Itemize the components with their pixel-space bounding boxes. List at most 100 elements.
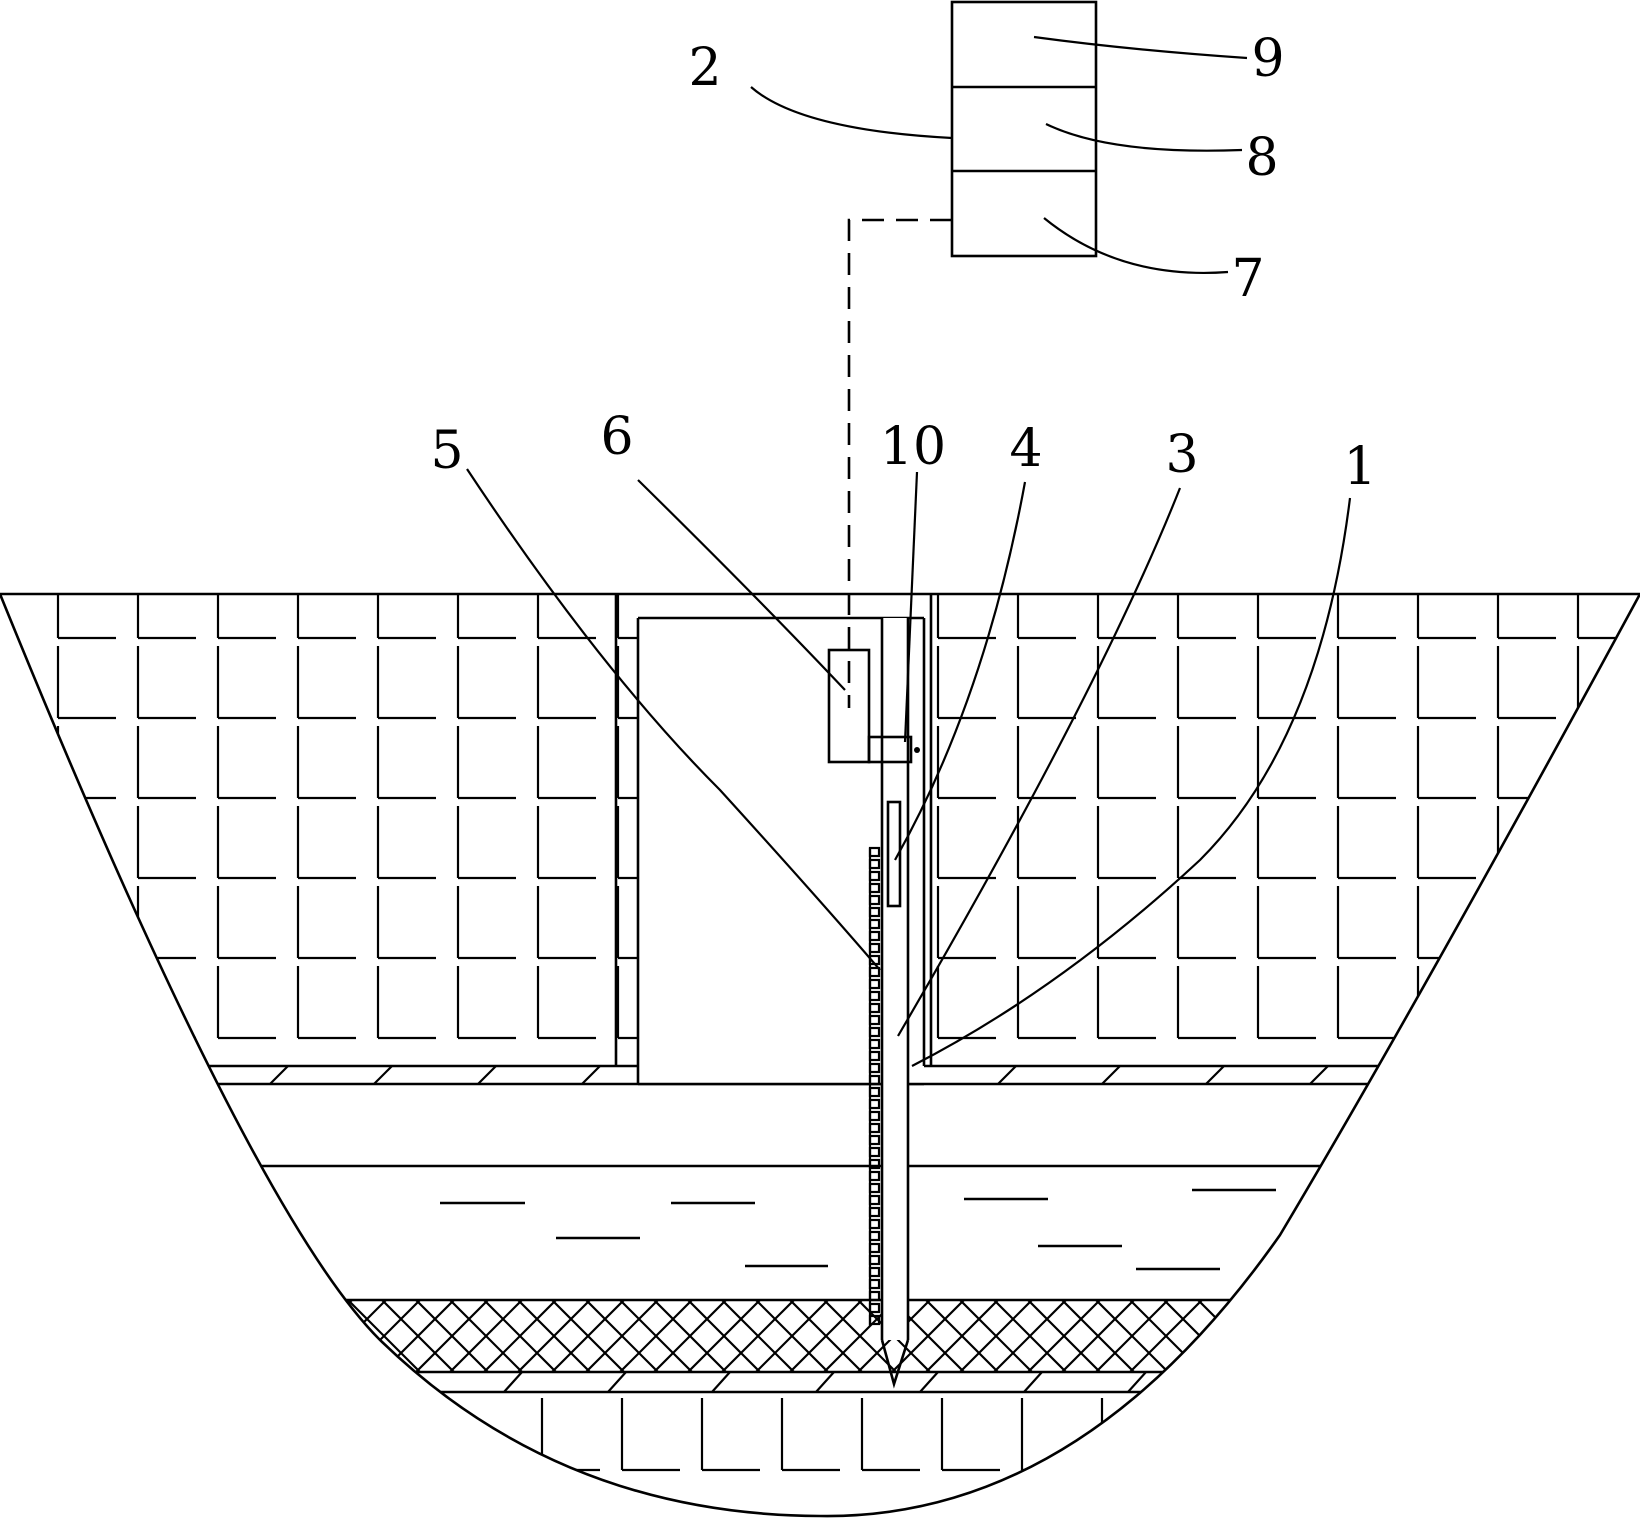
mesh-mark bbox=[415, 1300, 489, 1372]
scale-mark bbox=[868, 870, 881, 882]
scale-mark bbox=[868, 882, 881, 894]
mesh-mark bbox=[1299, 1300, 1373, 1372]
scale-mark bbox=[868, 966, 881, 978]
scale-mark bbox=[868, 1074, 881, 1086]
mesh-layer bbox=[0, 1298, 1640, 1374]
scale-mark bbox=[868, 906, 881, 918]
scale-mark bbox=[868, 978, 881, 990]
mesh-mark bbox=[959, 1300, 1033, 1372]
label-9: 9 bbox=[1251, 29, 1284, 89]
scale-mark bbox=[868, 846, 881, 858]
mesh-mark bbox=[1299, 1300, 1373, 1372]
scale-mark bbox=[868, 858, 881, 870]
pit bbox=[614, 594, 933, 1086]
probe-rod bbox=[880, 618, 910, 1389]
mesh-mark bbox=[1231, 1300, 1305, 1372]
mesh-mark bbox=[619, 1300, 693, 1372]
band-hatch-mark bbox=[503, 1371, 523, 1393]
band-hatch-mark bbox=[1205, 1065, 1225, 1085]
scale-marks bbox=[868, 846, 881, 1326]
label-10: 10 bbox=[880, 417, 946, 477]
scale-mark bbox=[868, 1014, 881, 1026]
signal-cable bbox=[847, 218, 952, 708]
band-hatch-mark bbox=[477, 1065, 497, 1085]
scale-mark bbox=[868, 1002, 881, 1014]
mesh-mark bbox=[755, 1300, 829, 1372]
band-hatch-mark bbox=[997, 1065, 1017, 1085]
label-8: 8 bbox=[1245, 128, 1278, 188]
sensor-strip bbox=[886, 800, 902, 908]
scale-mark bbox=[868, 942, 881, 954]
band-hatch-mark bbox=[581, 1065, 601, 1085]
band-hatch-mark bbox=[815, 1371, 835, 1393]
label-6: 6 bbox=[600, 407, 633, 467]
mesh-mark bbox=[721, 1300, 795, 1372]
label-5: 5 bbox=[430, 421, 463, 481]
mesh-mark bbox=[517, 1300, 591, 1372]
label-4: 4 bbox=[1009, 419, 1042, 479]
label-1: 1 bbox=[1343, 437, 1376, 497]
mesh-mark bbox=[1061, 1300, 1135, 1372]
scale-mark bbox=[868, 1050, 881, 1062]
bottom-layers bbox=[0, 1371, 1640, 1472]
band-hatch-mark bbox=[373, 1065, 393, 1085]
scale-mark bbox=[868, 1134, 881, 1146]
mesh-mark bbox=[925, 1300, 999, 1372]
mesh-mark bbox=[1095, 1300, 1169, 1372]
mesh-mark bbox=[789, 1300, 863, 1372]
label-3: 3 bbox=[1165, 425, 1198, 485]
mesh-mark bbox=[1265, 1300, 1339, 1372]
band-hatch-mark bbox=[1127, 1371, 1147, 1393]
scale-mark bbox=[868, 1026, 881, 1038]
label-7: 7 bbox=[1231, 249, 1264, 309]
band-hatch-mark bbox=[269, 1065, 289, 1085]
band-hatch-mark bbox=[607, 1371, 627, 1393]
reference-labels: 2 9 8 7 5 6 10 4 3 1 bbox=[430, 29, 1376, 497]
label-2: 2 bbox=[688, 38, 721, 98]
scale-mark bbox=[868, 1254, 881, 1266]
mesh-mark bbox=[891, 1300, 965, 1372]
scale-mark bbox=[868, 1146, 881, 1158]
basin-outline bbox=[0, 592, 1640, 1518]
leader-lines bbox=[466, 35, 1352, 1067]
mesh-mark bbox=[279, 1300, 353, 1372]
mesh-mark bbox=[449, 1300, 523, 1372]
scale-mark bbox=[868, 1110, 881, 1122]
scale-mark bbox=[868, 894, 881, 906]
mesh-mark bbox=[1129, 1300, 1203, 1372]
scale-mark bbox=[868, 1182, 881, 1194]
scale-mark bbox=[868, 1086, 881, 1098]
band-hatch-mark bbox=[711, 1371, 731, 1393]
scale-mark bbox=[868, 1062, 881, 1074]
mesh-mark bbox=[1265, 1300, 1339, 1372]
scale-mark bbox=[868, 1206, 881, 1218]
mesh-mark bbox=[993, 1300, 1067, 1372]
band-hatch-mark bbox=[1023, 1371, 1043, 1393]
scale-mark bbox=[868, 1278, 881, 1290]
mesh-mark bbox=[1231, 1300, 1305, 1372]
mesh-mark bbox=[585, 1300, 659, 1372]
band-hatch-mark bbox=[1101, 1065, 1121, 1085]
scale-mark bbox=[868, 1266, 881, 1278]
scale-mark bbox=[868, 1242, 881, 1254]
scale-mark bbox=[868, 990, 881, 1002]
water-layer bbox=[440, 1188, 1276, 1271]
band-hatch-mark bbox=[919, 1371, 939, 1393]
scale-mark bbox=[868, 1290, 881, 1302]
scale-mark bbox=[868, 1218, 881, 1230]
scale-mark bbox=[868, 1170, 881, 1182]
mesh-mark bbox=[1197, 1300, 1271, 1372]
mesh-mark bbox=[279, 1300, 353, 1372]
band-hatch-mark bbox=[1309, 1065, 1329, 1085]
transmitter-box bbox=[827, 648, 871, 764]
clamp-pin bbox=[914, 747, 920, 753]
clamp-block bbox=[867, 735, 913, 764]
mesh-mark bbox=[1027, 1300, 1101, 1372]
terminal-box bbox=[950, 0, 1098, 258]
scale-mark bbox=[868, 1158, 881, 1170]
mesh-mark bbox=[653, 1300, 727, 1372]
scale-mark bbox=[868, 1122, 881, 1134]
scale-mark bbox=[868, 1302, 881, 1314]
scale-mark bbox=[868, 1038, 881, 1050]
